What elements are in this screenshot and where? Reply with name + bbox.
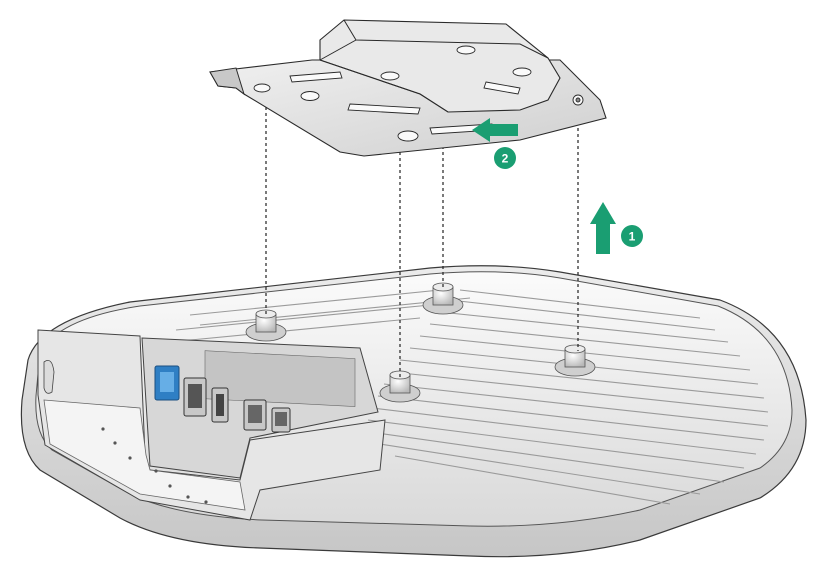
stud-front-right	[554, 344, 596, 377]
mounting-studs	[245, 282, 596, 403]
side-latch	[43, 359, 55, 394]
mounting-bracket	[209, 19, 607, 157]
step-2-badge: 2	[494, 147, 516, 169]
access-point-device	[20, 265, 807, 558]
step-1-number: 1	[629, 230, 636, 244]
port-bay-floor	[43, 399, 246, 511]
floor-holes	[101, 427, 208, 504]
alignment-guides	[265, 95, 579, 378]
step-1-badge: 1	[621, 225, 643, 247]
lift-up-arrow	[590, 202, 616, 254]
step-2-indicator: 2	[472, 118, 518, 169]
bracket-holes	[253, 45, 584, 142]
label-plate	[204, 350, 356, 407]
step-2-number: 2	[502, 152, 509, 166]
numbered-circle-icon	[621, 225, 643, 247]
step-1-indicator: 1	[590, 202, 643, 254]
stud-back-right	[422, 282, 464, 315]
ports	[154, 365, 291, 433]
numbered-circle-icon	[494, 147, 516, 169]
bracket-left-lip	[209, 67, 245, 96]
heat-sink-ribs	[169, 289, 769, 505]
stud-back-left	[245, 309, 287, 342]
slide-left-arrow	[472, 118, 518, 142]
